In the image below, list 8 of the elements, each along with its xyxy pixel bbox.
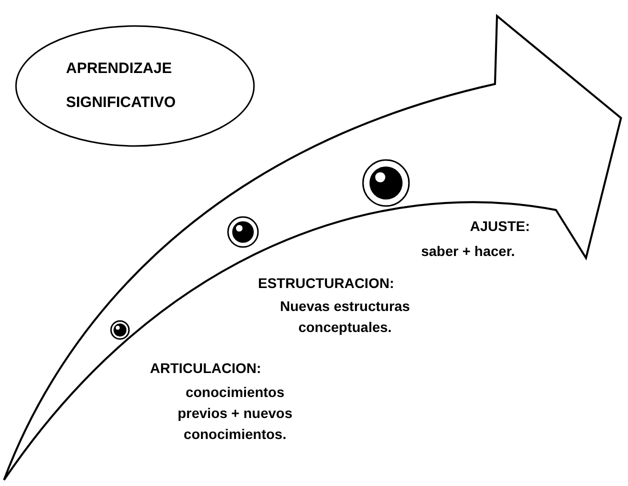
step-heading: AJUSTE: <box>470 217 531 236</box>
ellipse-title: APRENDIZAJE SIGNIFICATIVO <box>66 59 177 113</box>
step-heading: ARTICULACION: <box>150 359 262 378</box>
step-heading: ESTRUCTURACION: <box>258 274 396 293</box>
step-description: Nuevas estructuras conceptuales. <box>279 297 411 337</box>
step-description: saber + hacer. <box>420 242 516 261</box>
ellipse <box>14 24 256 148</box>
step-description: conocimientos previos + nuevos conocimientos. <box>176 383 294 444</box>
